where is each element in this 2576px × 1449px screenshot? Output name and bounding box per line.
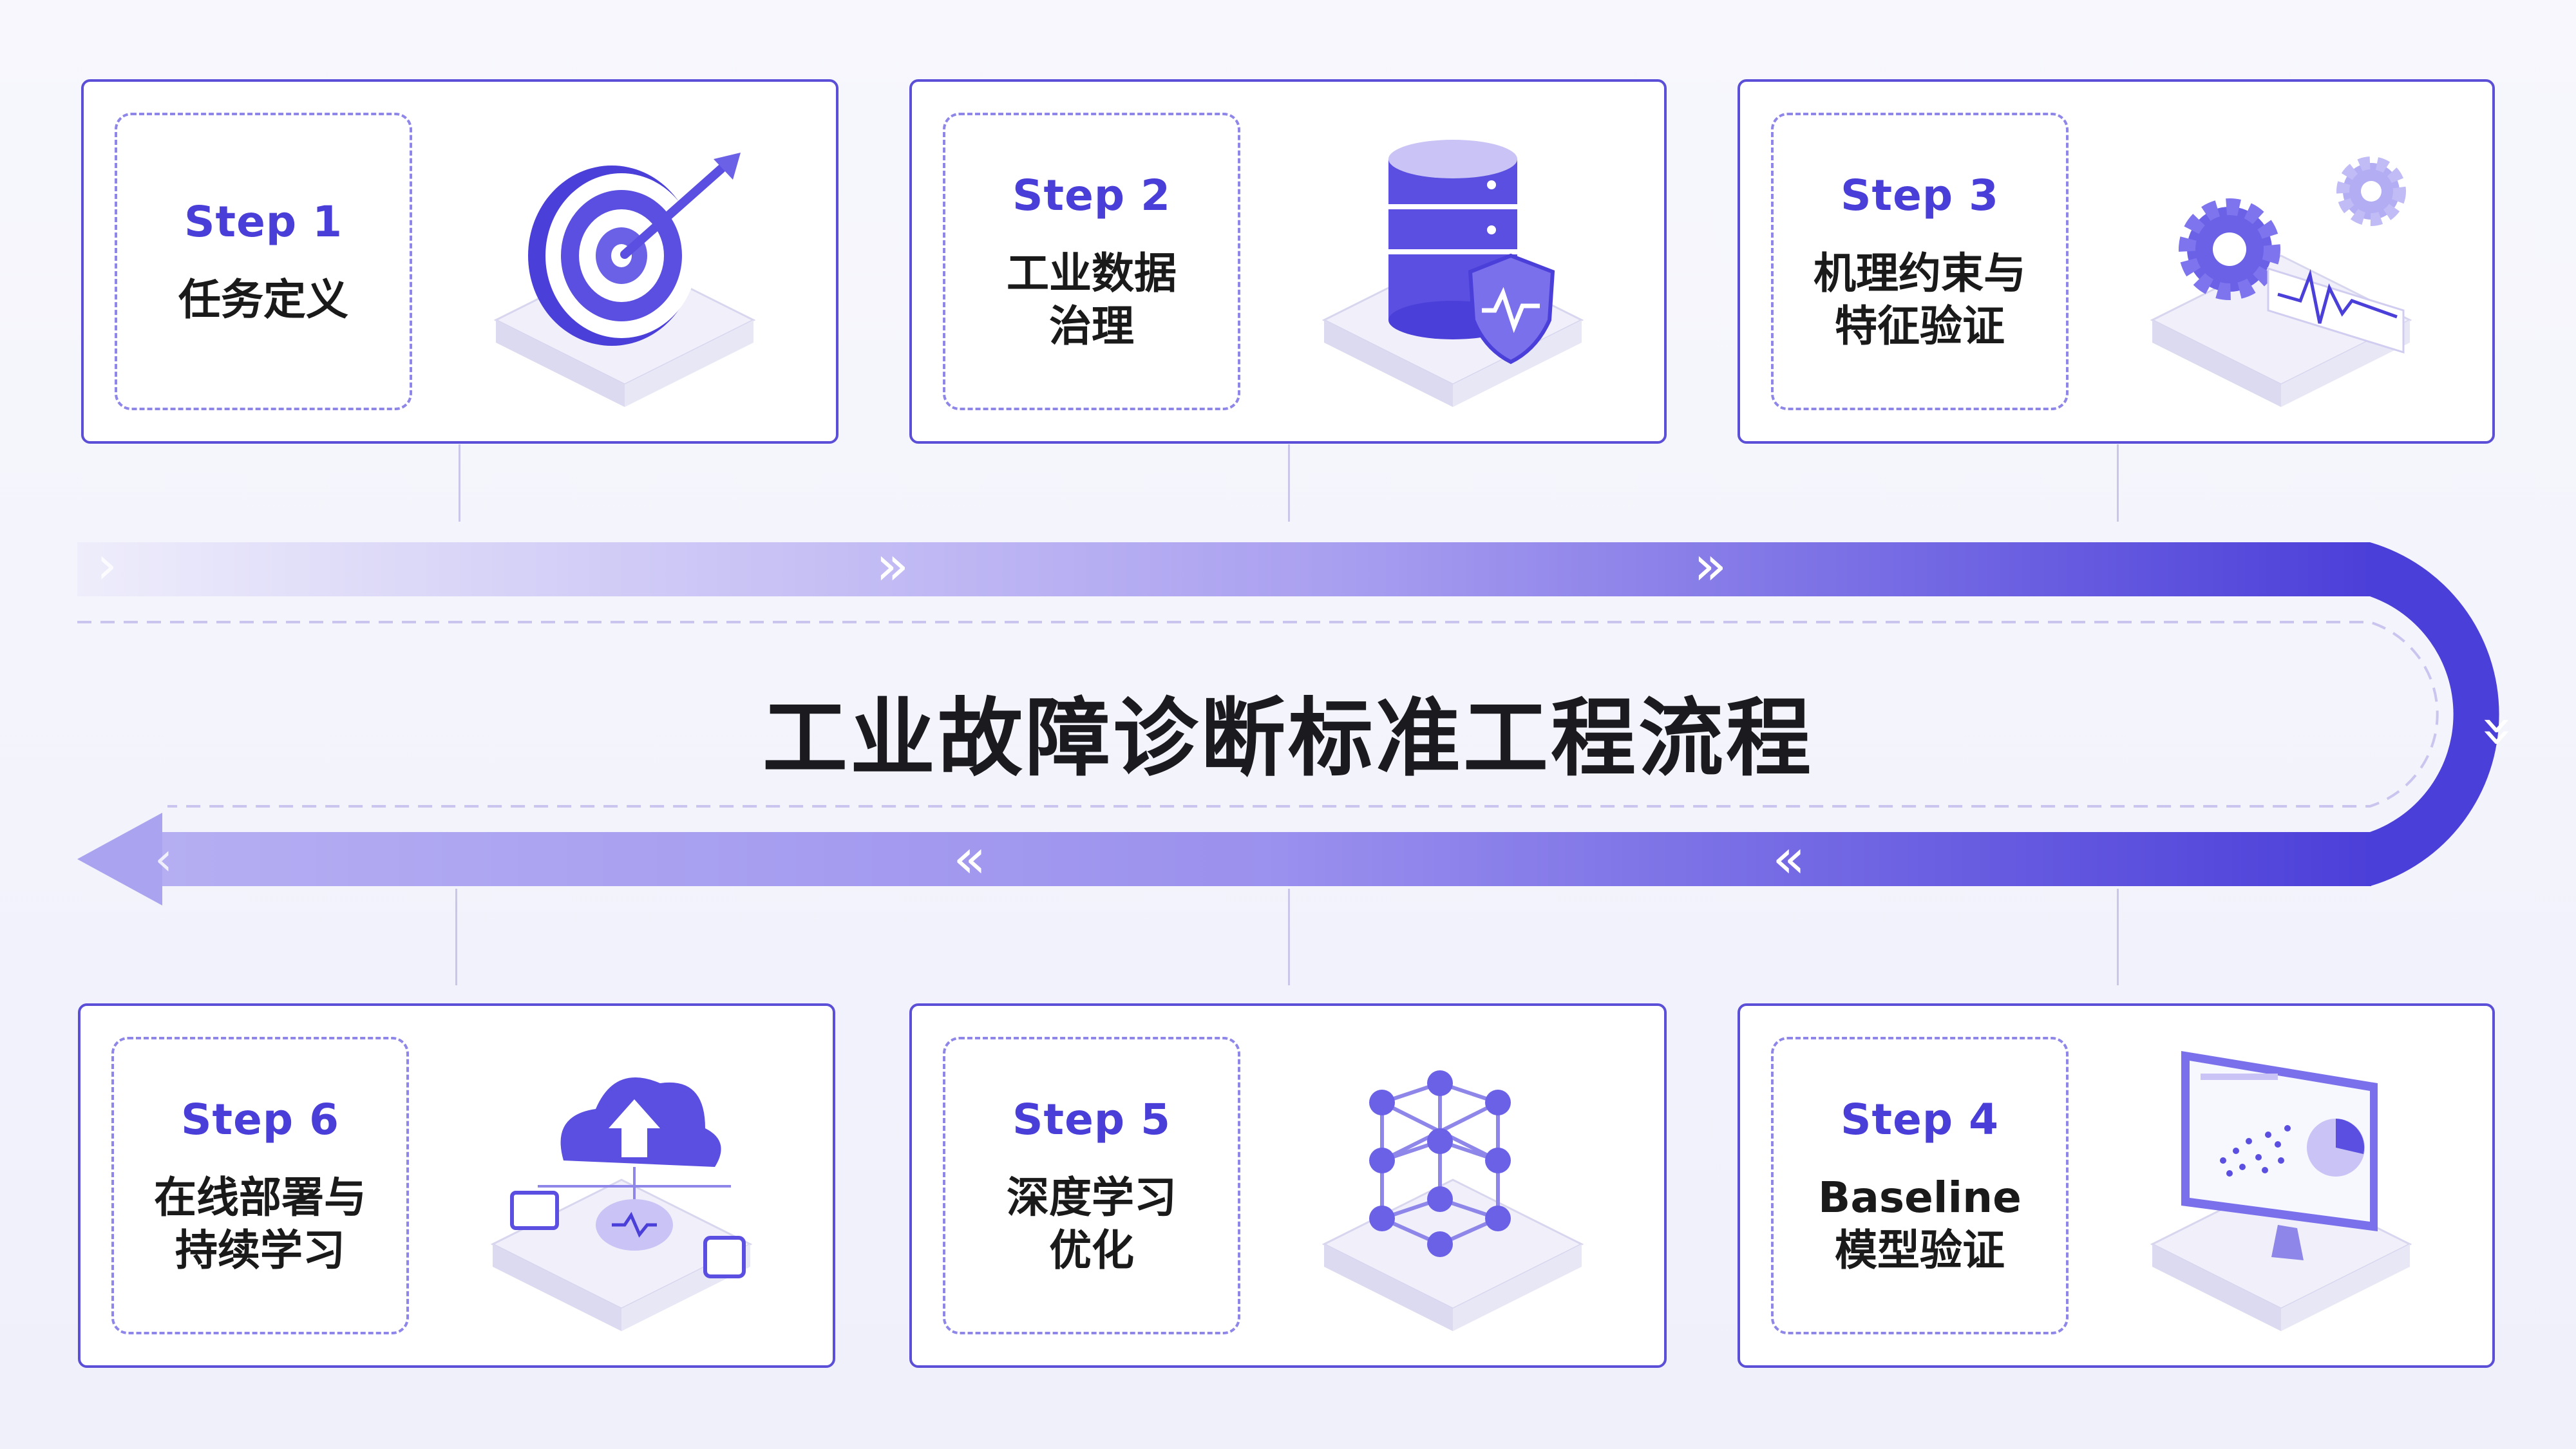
- step-text-box: Step 1 任务定义: [115, 113, 412, 410]
- page-title: 工业故障诊断标准工程流程: [762, 689, 1814, 788]
- chevron-end-icon: ‹: [155, 833, 173, 886]
- gears-signal-icon: [2120, 108, 2442, 417]
- track-bend: [2370, 542, 2499, 886]
- step-label: Step 1: [184, 196, 343, 247]
- track-arrowhead: [77, 813, 162, 905]
- connector-step-1: [459, 444, 460, 522]
- cloud-deploy-icon: [460, 1032, 782, 1341]
- chevron-backward-icon: «: [953, 827, 986, 890]
- step-description: Baseline 模型验证: [1818, 1172, 2022, 1275]
- chevron-start-icon: ›: [97, 535, 117, 595]
- track-bottom-band: [161, 832, 2371, 886]
- step-description: 机理约束与 特征验证: [1814, 248, 2026, 351]
- monitor-chart-icon: [2120, 1032, 2442, 1341]
- step-label: Step 6: [181, 1094, 339, 1144]
- chevron-down-icon: »: [2468, 715, 2531, 748]
- connector-step-6: [455, 889, 457, 985]
- step-text-box: Step 3 机理约束与 特征验证: [1771, 113, 2069, 410]
- database-shield-icon: [1292, 108, 1614, 417]
- track-top-band: [77, 542, 2370, 596]
- step-description: 工业数据 治理: [1007, 248, 1177, 351]
- chevron-forward-icon: »: [876, 534, 909, 597]
- connector-step-3: [2117, 444, 2119, 522]
- connector-step-4: [2117, 889, 2119, 985]
- step-text-box: Step 5 深度学习 优化: [943, 1037, 1240, 1334]
- step-card-3: Step 3 机理约束与 特征验证: [1738, 79, 2495, 444]
- step-label: Step 2: [1012, 170, 1171, 220]
- step-card-6: Step 6 在线部署与 持续学习: [78, 1003, 835, 1368]
- step-label: Step 4: [1841, 1094, 1999, 1144]
- connector-step-2: [1288, 444, 1290, 522]
- neural-network-icon: [1292, 1032, 1614, 1341]
- step-description: 任务定义: [178, 274, 348, 325]
- connector-step-5: [1288, 889, 1290, 985]
- step-card-2: Step 2 工业数据 治理: [909, 79, 1667, 444]
- step-card-5: Step 5 深度学习 优化: [909, 1003, 1667, 1368]
- track-dashed-guide: [77, 621, 2439, 808]
- step-description: 在线部署与 持续学习: [154, 1172, 366, 1275]
- step-card-4: Step 4 Baseline 模型验证: [1738, 1003, 2495, 1368]
- target-icon: [464, 108, 786, 417]
- step-label: Step 5: [1012, 1094, 1171, 1144]
- chevron-forward-icon: »: [1694, 534, 1727, 597]
- step-label: Step 3: [1841, 170, 1999, 220]
- chevron-backward-icon: «: [1772, 827, 1805, 890]
- step-text-box: Step 6 在线部署与 持续学习: [111, 1037, 409, 1334]
- step-card-1: Step 1 任务定义: [81, 79, 838, 444]
- step-description: 深度学习 优化: [1007, 1172, 1177, 1275]
- step-text-box: Step 2 工业数据 治理: [943, 113, 1240, 410]
- step-text-box: Step 4 Baseline 模型验证: [1771, 1037, 2069, 1334]
